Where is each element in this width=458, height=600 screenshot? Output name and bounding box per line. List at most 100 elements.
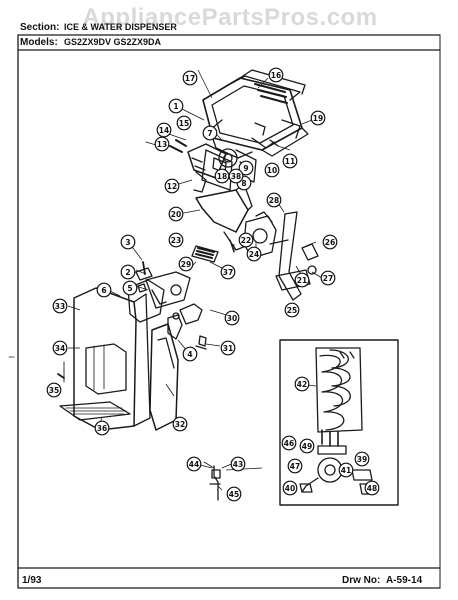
callout-14: 14 <box>156 122 172 138</box>
callout-number: 11 <box>285 157 295 166</box>
callout-31: 31 <box>220 340 236 356</box>
callout-number: 5 <box>127 284 132 293</box>
callout-number: 25 <box>287 306 297 315</box>
callout-11: 11 <box>282 153 298 169</box>
callout-number: 45 <box>229 490 239 499</box>
callout-number: 9 <box>243 164 248 173</box>
callout-number: 29 <box>181 260 191 269</box>
callout-number: 15 <box>179 119 189 128</box>
callout-number: 23 <box>171 236 181 245</box>
callout-5: 5 <box>122 280 138 296</box>
callout-number: 43 <box>233 460 243 469</box>
callout-28: 28 <box>266 192 282 208</box>
callout-number: 19 <box>313 114 323 123</box>
callout-45: 45 <box>226 486 242 502</box>
callout-32: 32 <box>172 416 188 432</box>
callout-number: 30 <box>227 314 237 323</box>
callout-number: 31 <box>223 344 233 353</box>
callout-number: 32 <box>175 420 185 429</box>
callout-21: 21 <box>294 272 310 288</box>
callout-25: 25 <box>284 302 300 318</box>
callout-number: 28 <box>269 196 279 205</box>
callout-number: 21 <box>297 276 307 285</box>
callout-47: 47 <box>287 458 303 474</box>
callout-number: 46 <box>284 439 294 448</box>
callout-number: 12 <box>167 182 177 191</box>
small-parts <box>137 283 207 350</box>
callout-16: 16 <box>268 67 284 83</box>
section-label: Section: <box>20 22 60 33</box>
ice-chute <box>149 323 179 431</box>
callout-number: 26 <box>325 238 335 247</box>
callout-43: 43 <box>230 456 246 472</box>
drawing-number: A-59-14 <box>386 575 423 586</box>
heater-inset <box>279 339 399 506</box>
callout-number: 1 <box>173 102 178 111</box>
callout-number: 47 <box>290 462 300 471</box>
screw <box>142 261 146 275</box>
callout-20: 20 <box>168 206 184 222</box>
callout-number: 10 <box>267 166 277 175</box>
callout-15: 15 <box>176 115 192 131</box>
callout-34: 34 <box>52 340 68 356</box>
callout-number: 40 <box>285 484 295 493</box>
callout-number: 13 <box>157 140 167 149</box>
callout-24: 24 <box>246 246 262 262</box>
callout-2: 2 <box>120 264 136 280</box>
callout-number: 27 <box>323 274 333 283</box>
callout-26: 26 <box>322 234 338 250</box>
models-value: GS2ZX9DV GS2ZX9DA <box>64 37 162 47</box>
callout-number: 2 <box>125 268 130 277</box>
callout-41: 41 <box>338 462 354 478</box>
callout-4: 4 <box>182 346 198 362</box>
callout-27: 27 <box>320 270 336 286</box>
callout-7: 7 <box>202 125 218 141</box>
callout-10: 10 <box>264 162 280 178</box>
callout-number: 20 <box>171 210 181 219</box>
frame-lines <box>17 34 441 589</box>
callout-30: 30 <box>224 310 240 326</box>
callout-number: 38 <box>231 172 241 181</box>
callout-17: 17 <box>182 70 198 86</box>
callout-1: 1 <box>168 98 184 114</box>
callout-40: 40 <box>282 480 298 496</box>
callout-number: 3 <box>125 238 130 247</box>
callout-12: 12 <box>164 178 180 194</box>
callout-19: 19 <box>310 110 326 126</box>
callout-number: 16 <box>271 71 281 80</box>
callout-number: 34 <box>55 344 65 353</box>
callout-36: 36 <box>94 420 110 436</box>
callout-number: 36 <box>97 424 107 433</box>
callout-48: 48 <box>364 480 380 496</box>
callout-number: 41 <box>341 466 351 475</box>
section-value: ICE & WATER DISPENSER <box>64 22 177 32</box>
callout-44: 44 <box>186 456 202 472</box>
callout-number: 6 <box>101 286 106 295</box>
callout-23: 23 <box>168 232 184 248</box>
callout-number: 24 <box>249 250 259 259</box>
callout-29: 29 <box>178 256 194 272</box>
callout-38: 38 <box>228 168 244 184</box>
drawing-label: Drw No: <box>342 575 381 586</box>
callout-number: 33 <box>55 302 65 311</box>
callout-6: 6 <box>96 282 112 298</box>
watermark: AppliancePartsPros.com <box>82 4 378 31</box>
callout-number: 49 <box>302 442 312 451</box>
models-label: Models: <box>20 37 58 48</box>
callout-39: 39 <box>354 451 370 467</box>
footer-date: 1/93 <box>22 575 42 586</box>
screw-small <box>57 373 65 379</box>
callout-35: 35 <box>46 382 62 398</box>
callout-number: 22 <box>241 236 251 245</box>
callout-9: 9 <box>238 160 254 176</box>
callout-number: 8 <box>241 179 246 188</box>
callout-3: 3 <box>120 234 136 250</box>
callout-37: 37 <box>220 264 236 280</box>
callout-number: 39 <box>357 455 367 464</box>
callout-33: 33 <box>52 298 68 314</box>
callout-number: 17 <box>185 74 195 83</box>
actuator <box>191 245 219 263</box>
